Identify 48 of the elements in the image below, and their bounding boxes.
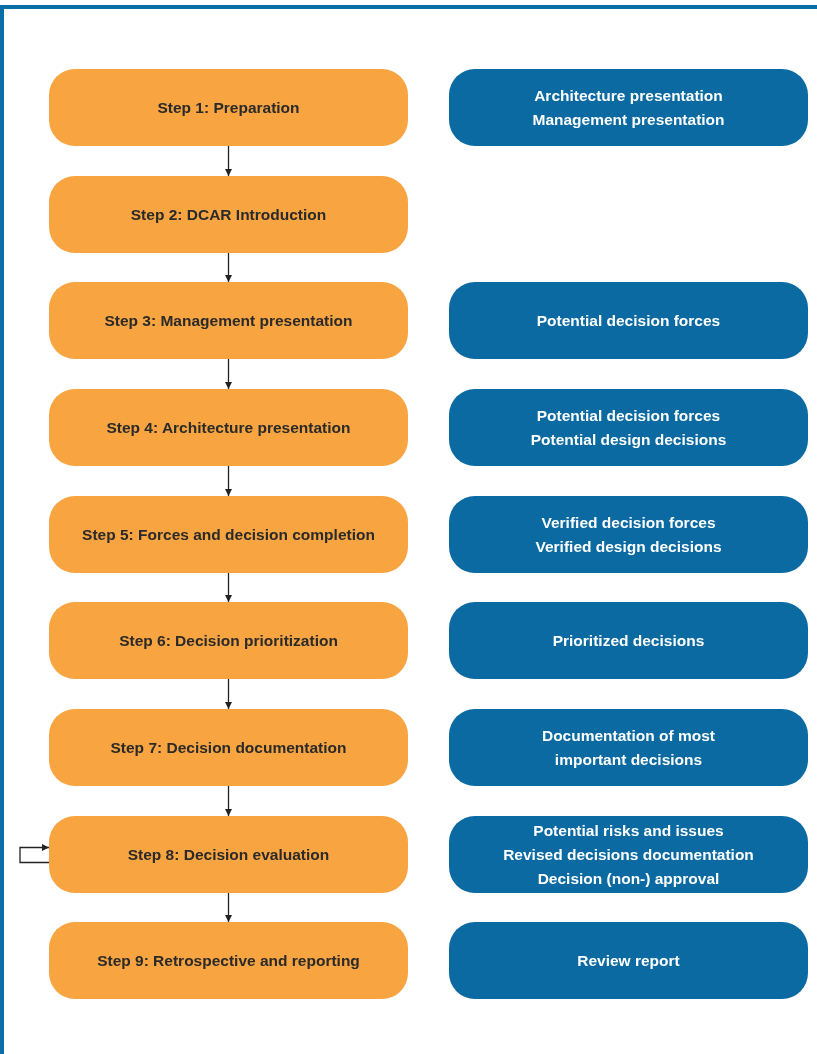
step-label: Step 8: Decision evaluation: [127, 844, 330, 865]
output-text: Verified design decisions: [535, 536, 722, 557]
step-box: [49, 176, 408, 253]
output-text: Potential decision forces: [536, 405, 721, 426]
arrow: [225, 572, 232, 603]
step-label: Step 3: Management presentation: [104, 310, 353, 331]
step-label: Step 4: Architecture presentation: [106, 417, 351, 438]
output-box: [449, 922, 808, 999]
output-text: Decision (non-) approval: [537, 868, 720, 889]
arrow: [225, 145, 232, 177]
step-box: [49, 282, 408, 359]
step-box: [49, 709, 408, 786]
output-text: Management presentation: [532, 109, 725, 130]
output-text: Revised decisions documentation: [503, 844, 754, 865]
loop-arrow: [19, 844, 50, 864]
step-label: Step 2: DCAR Introduction: [130, 204, 327, 225]
step-label: Step 6: Decision prioritization: [119, 630, 338, 651]
step-box: [49, 69, 408, 146]
output-text: Documentation of most important decisions: [540, 725, 717, 770]
output-text: Review report: [577, 950, 680, 971]
step-label: Step 7: Decision documentation: [110, 737, 347, 758]
output-box: [449, 389, 808, 466]
step-label: Step 5: Forces and decision completion: [82, 524, 375, 545]
arrow: [225, 465, 232, 497]
output-text: Potential risks and issues: [533, 820, 724, 841]
output-box: [449, 602, 808, 679]
step-box: [49, 496, 408, 573]
step-box: [49, 816, 408, 893]
output-text: Architecture presentation: [534, 85, 723, 106]
output-box: [449, 709, 808, 786]
output-box: [449, 496, 808, 573]
arrow: [225, 358, 232, 390]
output-box: [449, 816, 808, 893]
step-box: [49, 922, 408, 999]
output-text: Potential design decisions: [530, 429, 727, 450]
output-text: Prioritized decisions: [552, 630, 705, 651]
step-label: Step 1: Preparation: [157, 97, 300, 118]
output-text: Potential decision forces: [536, 310, 721, 331]
step-box: [49, 602, 408, 679]
output-box: [449, 282, 808, 359]
step-label: Step 9: Retrospective and reporting: [97, 950, 360, 971]
output-box: [449, 69, 808, 146]
step-box: [49, 389, 408, 466]
arrow: [225, 678, 232, 710]
output-text: Verified decision forces: [541, 512, 716, 533]
arrow: [225, 892, 232, 923]
arrow: [225, 785, 232, 817]
arrow: [225, 252, 232, 283]
